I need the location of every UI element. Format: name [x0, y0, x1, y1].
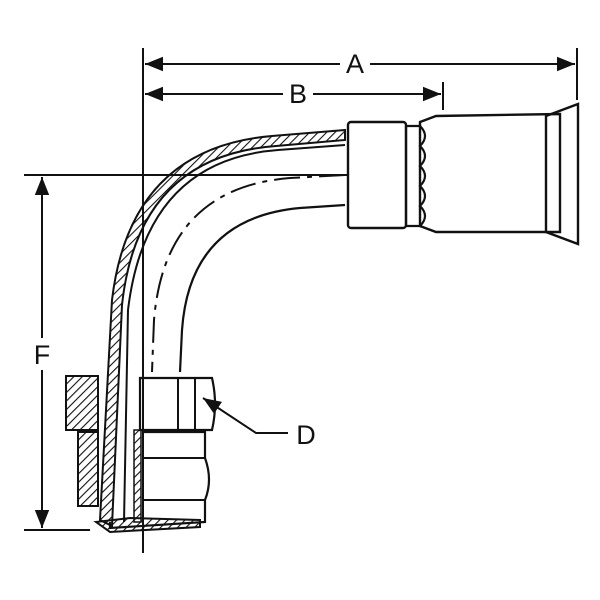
dimension-f-label: F: [34, 340, 51, 370]
nut-left-section: [65, 375, 99, 431]
hex-nut: [138, 376, 217, 432]
dimension-a-label: A: [346, 49, 364, 79]
dimension-d-label: D: [296, 420, 316, 450]
nut-left-thread: [77, 431, 99, 507]
dimension-b-label: B: [289, 79, 307, 109]
tube-wall-lower-section: [133, 429, 142, 523]
socket-sleeve: [418, 112, 562, 234]
ferrule-ring: [346, 120, 408, 230]
swivel-nut-assembly: [65, 375, 217, 534]
tube-inner-wall: [123, 144, 346, 523]
dimension-d-leader: [202, 397, 288, 434]
dimension-labels: A B F D: [34, 49, 364, 450]
seat-flare-section: [93, 516, 201, 534]
tube-inner-radius: [178, 203, 346, 373]
hose-fitting-assembly: [346, 102, 580, 246]
elbow-tube: [98, 128, 346, 528]
dimension-lines: [24, 48, 578, 553]
seat-body: [108, 430, 211, 530]
hose-end-flare: [544, 102, 580, 246]
knurled-collar: [404, 124, 427, 228]
